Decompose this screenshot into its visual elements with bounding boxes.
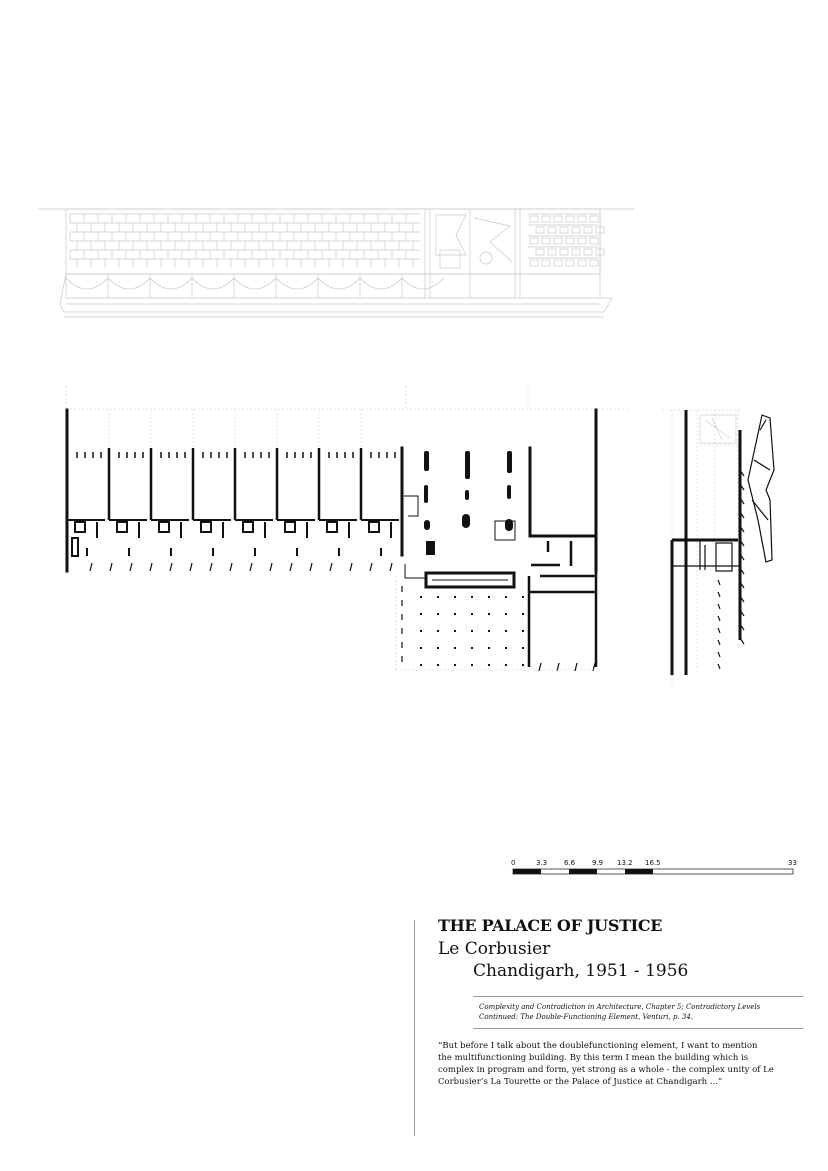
citation-rule-bottom [473,1028,803,1029]
citation-rule-top [473,996,803,997]
elevation-drawing [38,208,635,318]
scale-bar [512,868,794,875]
quote-line: complex in program and form, yet strong … [438,1065,774,1075]
citation-line: Complexity and Contradiction in Architec… [479,1003,761,1011]
section-drawing [662,409,775,690]
main-floor-plan [65,386,628,672]
quote-line: Corbusier’s La Tourette or the Palace of… [438,1077,723,1087]
caption-architect: Le Corbusier [438,939,551,959]
citation: Complexity and Contradiction in Architec… [479,1002,809,1022]
quote-line: “But before I talk about the doublefunct… [438,1041,758,1051]
caption-place-date: Chandigarh, 1951 - 1956 [473,961,689,981]
quote-line: the multifunctioning building. By this t… [438,1053,749,1063]
caption-divider [414,920,415,1136]
caption-title: THE PALACE OF JUSTICE [438,916,663,935]
citation-line: Continued: The Double-Functioning Elemen… [479,1013,694,1021]
quote-text: “But before I talk about the doublefunct… [438,1040,810,1088]
